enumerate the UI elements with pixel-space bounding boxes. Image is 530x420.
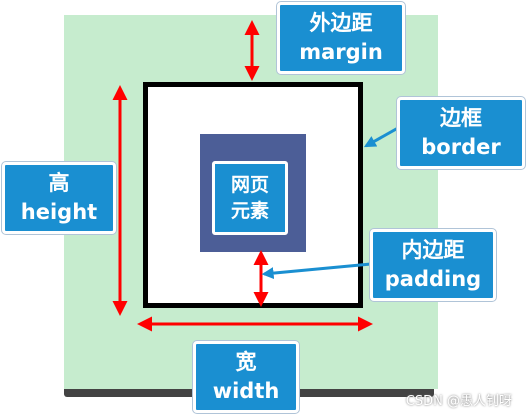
border-pointer	[363, 126, 399, 148]
content-label-line-1: 网页	[230, 174, 269, 196]
callout-margin: 外边距 margin	[277, 2, 405, 74]
callout-border-en: border	[421, 135, 501, 159]
callout-border: 边框 border	[397, 97, 525, 169]
callout-padding-zh: 内边距	[401, 238, 465, 262]
callout-margin-en: margin	[299, 40, 383, 64]
callout-margin-zh: 外边距	[309, 11, 373, 35]
content-label: 网页 元素	[212, 161, 288, 235]
callout-height: 高 height	[2, 162, 116, 234]
callout-width-en: width	[212, 379, 280, 403]
callout-height-zh: 高	[48, 171, 70, 195]
watermark: CSDN @愚人钊呀	[405, 394, 512, 409]
callout-border-zh: 边框	[440, 106, 482, 130]
callout-width-zh: 宽	[235, 350, 257, 374]
padding-pointer	[261, 262, 372, 280]
callout-height-en: height	[20, 200, 98, 224]
callout-width: 宽 width	[193, 341, 299, 413]
callout-padding-en: padding	[384, 267, 482, 291]
callout-padding: 内边距 padding	[370, 229, 496, 301]
content-label-line-2: 元素	[230, 200, 269, 222]
